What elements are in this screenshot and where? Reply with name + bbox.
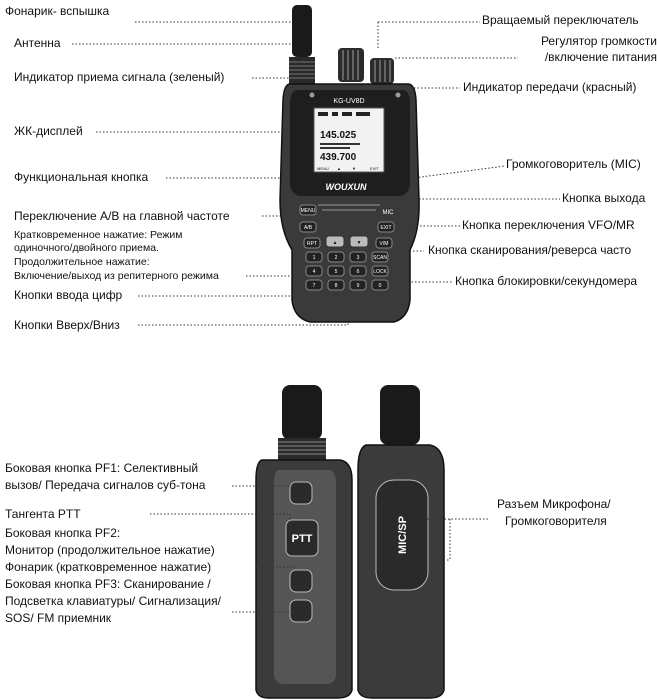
svg-text:MENU: MENU xyxy=(301,208,316,214)
svg-text:9: 9 xyxy=(357,283,360,289)
label-rotary: Вращаемый переключатель xyxy=(482,13,639,27)
down-key[interactable]: ▼ xyxy=(349,235,369,248)
rotary-knob[interactable] xyxy=(338,48,364,82)
exit-key[interactable]: EXIT xyxy=(377,221,395,233)
svg-text:6: 6 xyxy=(357,269,360,275)
svg-text:4: 4 xyxy=(313,269,316,275)
label-pf1-a: Боковая кнопка PF1: Селективный xyxy=(5,461,199,475)
device-model: KG-UV8D xyxy=(333,98,364,105)
lcd-freq-b: 439.700 xyxy=(320,152,357,163)
ptt-text: PTT xyxy=(292,533,313,545)
svg-text:▲: ▲ xyxy=(333,240,338,246)
mic-label: MIC xyxy=(383,210,395,216)
side-antenna-left xyxy=(282,385,322,440)
brand-logo: WOUXUN xyxy=(326,182,367,192)
svg-text:3: 3 xyxy=(357,255,360,261)
label-tx-indicator: Индикатор передачи (красный) xyxy=(463,80,637,94)
label-ab-desc-4: Включение/выход из репитерного режима xyxy=(14,270,219,282)
label-lcd: ЖК-дисплей xyxy=(14,124,83,138)
lock-key[interactable]: LOCK xyxy=(371,265,389,277)
scan-key[interactable]: SCAN xyxy=(371,251,389,263)
svg-text:RPT: RPT xyxy=(307,241,317,247)
key-1[interactable]: 1 xyxy=(305,251,323,263)
tx-led xyxy=(395,92,401,98)
label-lock-key: Кнопка блокировки/секундомера xyxy=(455,274,638,288)
svg-text:V/M: V/M xyxy=(380,241,389,247)
menu-key[interactable]: MENU xyxy=(299,204,317,216)
label-antenna: Антенна xyxy=(14,36,61,50)
svg-text:LOCK: LOCK xyxy=(373,269,387,275)
label-ab-switch: Переключение А/В на главной частоте xyxy=(14,209,230,223)
key-8[interactable]: 8 xyxy=(327,279,345,291)
up-key[interactable]: ▲ xyxy=(325,235,345,248)
label-mic-jack-b: Громкоговорителя xyxy=(505,514,607,528)
antenna xyxy=(289,5,315,85)
pf3-button[interactable] xyxy=(289,599,313,623)
lcd-display: 145.025 439.700 MENU ▲ ▼ EXIT xyxy=(313,107,385,173)
mic-speaker-jack-cover[interactable]: MIC/SP xyxy=(375,479,429,591)
label-pf2-c: Фонарик (кратковременное нажатие) xyxy=(5,560,212,574)
label-ab-desc-1: Кратковременное нажатие: Режим xyxy=(14,229,183,241)
pf1-button[interactable] xyxy=(289,481,313,505)
rx-led xyxy=(309,92,315,98)
label-func-key: Функциональная кнопка xyxy=(14,170,149,184)
key-3[interactable]: 3 xyxy=(349,251,367,263)
svg-text:1: 1 xyxy=(313,255,316,261)
label-ptt: Тангента PTT xyxy=(5,507,81,521)
pf2-button[interactable] xyxy=(289,569,313,593)
key-0[interactable]: 0 xyxy=(371,279,389,291)
rpt-key[interactable]: RPT xyxy=(303,237,321,249)
micsp-text: MIC/SP xyxy=(397,516,409,554)
label-speaker-mic: Громкоговоритель (MIC) xyxy=(506,157,641,171)
lcd-exit: EXIT xyxy=(370,166,379,171)
key-6[interactable]: 6 xyxy=(349,265,367,277)
label-digit-keys: Кнопки ввода цифр xyxy=(14,288,123,302)
svg-text:5: 5 xyxy=(335,269,338,275)
label-pf2-a: Боковая кнопка PF2: xyxy=(5,526,121,540)
vm-key[interactable]: V/M xyxy=(375,237,393,249)
key-2[interactable]: 2 xyxy=(327,251,345,263)
label-flashlight: Фонарик- вспышка xyxy=(5,4,110,18)
bottom-leader-lines xyxy=(150,485,490,613)
label-volume-2: /включение питания xyxy=(544,50,657,64)
lcd-freq-a: 145.025 xyxy=(320,130,357,141)
label-pf3-a: Боковая кнопка PF3: Сканирование / xyxy=(5,577,211,591)
label-rx-indicator: Индикатор приема сигнала (зеленый) xyxy=(14,70,225,84)
lcd-menu: MENU xyxy=(317,166,329,171)
lcd-up: ▲ xyxy=(337,166,341,171)
svg-text:7: 7 xyxy=(313,283,316,289)
speaker-grille xyxy=(318,204,380,211)
side-antenna-right xyxy=(380,385,420,445)
key-9[interactable]: 9 xyxy=(349,279,367,291)
volume-knob[interactable] xyxy=(370,58,394,84)
label-ab-desc-3: Продолжительное нажатие: xyxy=(14,256,150,268)
label-volume-1: Регулятор громкости xyxy=(540,34,657,48)
label-pf3-b: Подсветка клавиатуры/ Сигнализация/ xyxy=(5,594,221,608)
side-view-left: PTT xyxy=(255,385,353,699)
label-pf3-c: SOS/ FM приемник xyxy=(5,611,112,625)
ptt-button[interactable]: PTT xyxy=(285,519,319,557)
svg-text:A/B: A/B xyxy=(304,225,313,231)
label-mic-jack-a: Разъем Микрофона/ xyxy=(497,497,611,511)
label-ab-desc-2: одиночного/двойного приема. xyxy=(14,242,159,254)
key-5[interactable]: 5 xyxy=(327,265,345,277)
label-scan-key: Кнопка сканирования/реверса часто xyxy=(428,243,632,257)
svg-text:EXIT: EXIT xyxy=(380,225,391,231)
lcd-down: ▼ xyxy=(352,166,356,171)
svg-text:SCAN: SCAN xyxy=(373,255,387,261)
label-updown-keys: Кнопки Вверх/Вниз xyxy=(14,318,120,332)
key-7[interactable]: 7 xyxy=(305,279,323,291)
svg-text:▼: ▼ xyxy=(357,240,362,246)
ab-key[interactable]: A/B xyxy=(299,221,317,233)
label-vfo-key: Кнопка переключения VFO/MR xyxy=(462,218,635,232)
side-view-right: MIC/SP xyxy=(357,385,445,699)
label-pf1-b: вызов/ Передача сигналов суб-тона xyxy=(5,478,206,492)
key-4[interactable]: 4 xyxy=(305,265,323,277)
svg-text:0: 0 xyxy=(379,283,382,289)
svg-text:8: 8 xyxy=(335,283,338,289)
svg-text:2: 2 xyxy=(335,255,338,261)
label-pf2-b: Монитор (продолжительное нажатие) xyxy=(5,543,215,557)
label-exit-key: Кнопка выхода xyxy=(562,191,646,205)
